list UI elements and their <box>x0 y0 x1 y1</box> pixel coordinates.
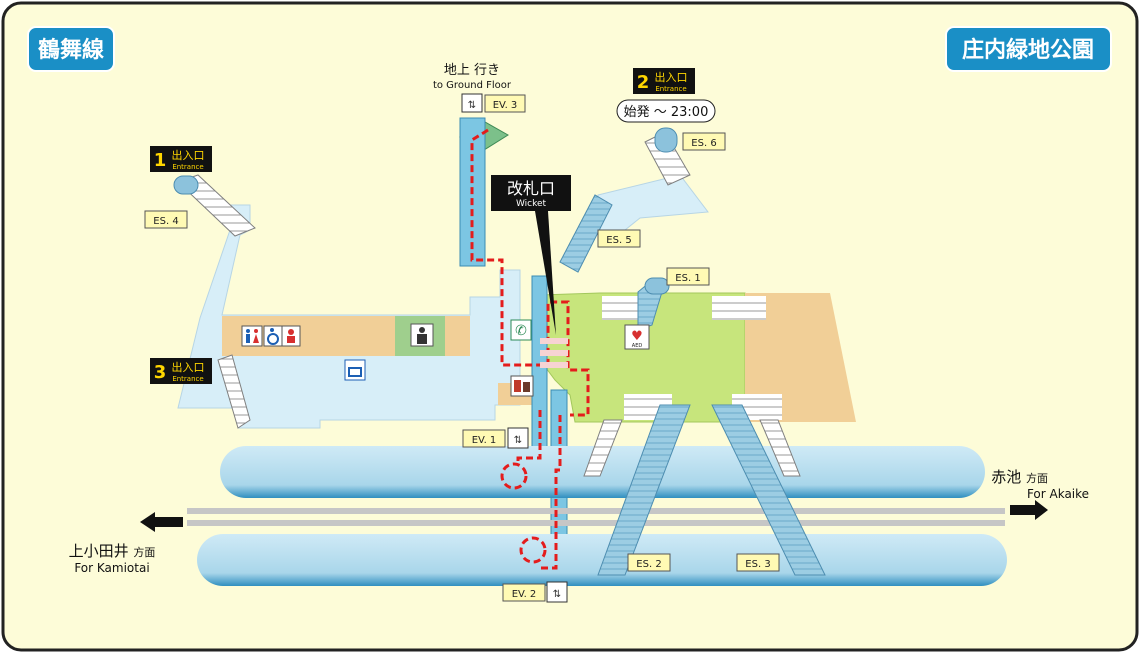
direction-right-suffix: 方面 <box>1026 471 1048 485</box>
exit3-stairs <box>217 354 251 429</box>
family-restroom-icon <box>281 325 301 347</box>
wicket-gate <box>540 350 568 356</box>
es6-label: ES. 6 <box>691 138 716 149</box>
exit-2-jp: 出入口 <box>655 70 688 84</box>
wicket-pointer <box>535 211 556 335</box>
es6-tag: ES. 6 <box>682 132 726 151</box>
stair-opening <box>712 296 766 320</box>
track-rail <box>187 508 1005 514</box>
es5-label: ES. 5 <box>606 235 631 246</box>
ev2-label: EV. 2 <box>512 589 537 600</box>
es4-tag: ES. 4 <box>144 210 188 229</box>
svg-text:♥: ♥ <box>631 329 643 344</box>
paid-area-facilities <box>745 293 856 422</box>
wicket-gate <box>540 338 568 344</box>
accessible-route <box>470 128 590 570</box>
track-rail <box>187 520 1005 526</box>
wicket-jp: 改札口 <box>507 179 555 198</box>
line-name: 鶴舞線 <box>38 37 104 63</box>
stair-to-platform <box>759 419 801 477</box>
aed-icon: ♥ AED <box>624 324 650 350</box>
line-name-badge <box>27 26 115 72</box>
ticket-machine-icon <box>510 375 534 397</box>
es2-label: ES. 2 <box>636 559 661 570</box>
ev1-tag: EV. 1 ⇅ <box>462 427 529 449</box>
arrow-left-icon <box>140 512 183 532</box>
exit-3-jp: 出入口 <box>172 360 205 374</box>
direction-left-suffix: 方面 <box>133 545 155 559</box>
exit-2-label: 2 出入口 Entrance <box>633 68 695 94</box>
direction-left-jp: 上小田井 <box>69 542 129 560</box>
station-name: 庄内緑地公園 <box>962 37 1094 63</box>
exit-1-en: Entrance <box>172 163 203 171</box>
exit-2-hours: 始発 ～ 23:00 <box>624 105 709 120</box>
ground-floor-en: to Ground Floor <box>433 80 512 91</box>
elevator-icon: ⇅ <box>468 100 476 111</box>
escalator-top <box>173 175 199 195</box>
exit-1-jp: 出入口 <box>172 148 205 162</box>
exit-2-hours-box <box>616 99 716 123</box>
platform-lower <box>197 534 1007 586</box>
aed-label: AED <box>632 343 643 349</box>
svg-text:赤池 方面: 赤池 方面 <box>991 468 1048 486</box>
direction-right-jp: 赤池 <box>991 468 1021 486</box>
exit-1-label: 1 出入口 Entrance <box>150 146 212 172</box>
escalator-es2 <box>597 404 691 576</box>
escalator-es5 <box>559 194 613 273</box>
escalator-es3 <box>711 404 826 576</box>
es3-tag: ES. 3 <box>736 553 780 572</box>
es3-label: ES. 3 <box>745 559 770 570</box>
exit-3-number: 3 <box>154 362 167 383</box>
exit-3-en: Entrance <box>172 375 203 383</box>
wicket-gate <box>540 362 568 368</box>
direction-right-en: For Akaike <box>1027 487 1089 501</box>
locker-icon <box>344 359 366 381</box>
stair-to-platform <box>583 419 623 477</box>
restroom-icon <box>241 325 263 347</box>
elevator-icon: ⇅ <box>553 589 561 600</box>
exit-2-en: Entrance <box>655 85 686 93</box>
direction-left-en: For Kamiotai <box>74 561 149 575</box>
es2-tag: ES. 2 <box>627 553 671 572</box>
escalator-top <box>654 127 678 153</box>
escalator-top <box>644 277 670 295</box>
wicket-en: Wicket <box>516 199 547 209</box>
exit-3-label: 3 出入口 Entrance <box>150 358 212 384</box>
es1-tag: ES. 1 <box>666 267 710 286</box>
elevator-icon: ⇅ <box>514 435 522 446</box>
ev3-label: EV. 3 <box>493 100 518 111</box>
wheelchair-icon <box>263 325 283 347</box>
exit-1-number: 1 <box>154 150 167 171</box>
station-office-icon <box>410 323 434 347</box>
exit-2-number: 2 <box>637 72 650 93</box>
es1-label: ES. 1 <box>675 273 700 284</box>
svg-text:✆: ✆ <box>515 323 527 339</box>
ev1-label: EV. 1 <box>472 435 497 446</box>
es5-tag: ES. 5 <box>597 229 641 248</box>
svg-text:上小田井 方面: 上小田井 方面 <box>69 542 156 560</box>
ev2-tag: EV. 2 ⇅ <box>502 581 568 603</box>
wicket-callout <box>491 175 571 211</box>
arrow-right-icon <box>1010 500 1048 520</box>
ev3-tag: ⇅ EV. 3 <box>461 93 526 113</box>
station-name-badge <box>945 26 1112 72</box>
es4-label: ES. 4 <box>153 216 178 227</box>
ground-floor-jp: 地上 行き <box>444 63 500 78</box>
direction-right: 赤池 方面 For Akaike <box>991 468 1089 520</box>
phone-icon: ✆ <box>510 319 532 341</box>
direction-left: 上小田井 方面 For Kamiotai <box>69 512 183 575</box>
